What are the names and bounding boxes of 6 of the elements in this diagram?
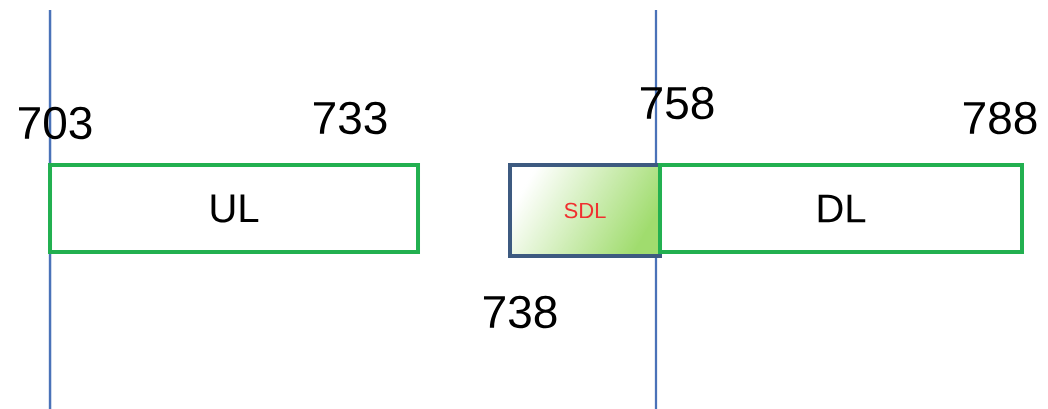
band-box: DL [658,163,1024,254]
frequency-label: 733 [314,101,387,135]
band-box: UL [48,163,420,254]
band-box: SDL [508,163,662,258]
frequency-label: 788 [964,101,1037,135]
frequency-label: 738 [484,295,557,329]
